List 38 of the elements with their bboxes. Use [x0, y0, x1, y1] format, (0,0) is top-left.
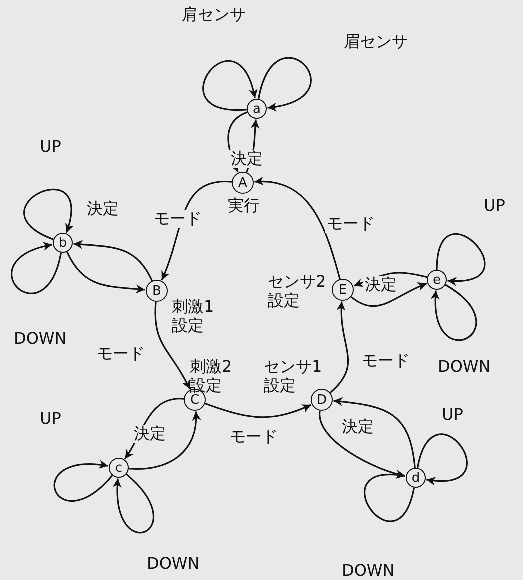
state-circle: B	[146, 280, 168, 302]
state-circle: e	[427, 270, 447, 290]
arrow	[74, 240, 154, 282]
arrow	[66, 252, 146, 294]
arrow	[350, 282, 428, 308]
arrow	[330, 302, 350, 394]
edge-label: 決定	[85, 200, 121, 218]
loop-arrow	[364, 470, 416, 522]
edge-label: 決定	[132, 425, 168, 443]
loop-arrow	[24, 189, 74, 240]
loop-arrow	[416, 434, 468, 486]
state-circle: D	[311, 389, 333, 411]
state-label: センサ2設定	[268, 272, 328, 310]
edge-label: 決定	[340, 418, 376, 436]
edge-label: 眉センサ	[342, 33, 410, 51]
arrow	[254, 177, 341, 280]
loop-arrow	[54, 460, 114, 502]
loop-arrow	[113, 474, 154, 534]
state-circle: b	[53, 233, 73, 253]
edge-label: 決定	[229, 150, 265, 168]
state-circle: c	[109, 458, 129, 478]
state-label: 実行	[228, 196, 261, 215]
arrow	[128, 412, 201, 470]
arrow	[334, 397, 416, 468]
loop-arrow	[258, 57, 312, 111]
arrow	[154, 302, 191, 390]
loop-arrow	[432, 284, 477, 342]
state-circle: a	[247, 99, 267, 119]
state-circle: d	[406, 468, 426, 488]
loop-arrow	[436, 234, 486, 286]
edge-label: 肩センサ	[180, 6, 248, 24]
loop-arrow	[11, 242, 62, 294]
state-circle: E	[332, 279, 354, 301]
state-circle: A	[232, 172, 254, 194]
edge-label: 決定	[363, 276, 399, 294]
arrow	[205, 403, 312, 418]
loop-arrow	[202, 60, 258, 111]
state-label: 刺激1設定	[172, 297, 216, 335]
